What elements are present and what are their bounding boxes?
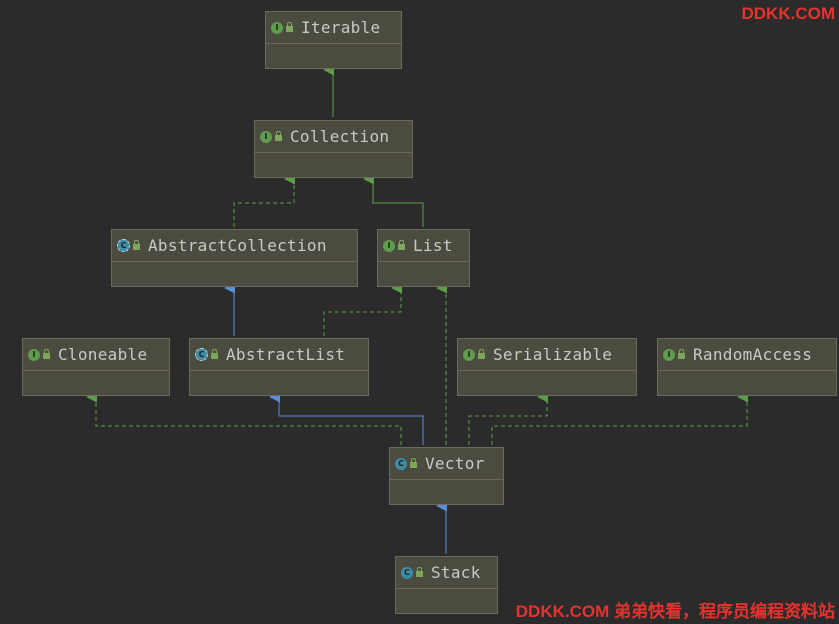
lock-icon [410,458,417,468]
node-abstract-list[interactable]: C AbstractList [189,338,369,396]
node-abstract-collection-label: AbstractCollection [148,236,327,255]
node-abstract-collection-header: C AbstractCollection [112,230,357,262]
node-abstract-list-label: AbstractList [226,345,346,364]
node-list-label: List [413,236,453,255]
class-icon: C [401,566,413,579]
node-abstract-collection[interactable]: C AbstractCollection [111,229,358,287]
node-abstract-list-header: C AbstractList [190,339,368,371]
edge-vector-cloneable [86,391,402,445]
class-icon: C [395,457,407,470]
lock-icon [275,131,282,141]
node-serializable-body [458,371,636,395]
watermark-bottom: DDKK.COM 弟弟快看，程序员编程资料站 [515,602,835,621]
interface-icon: I [271,21,283,34]
node-collection[interactable]: I Collection [254,120,413,178]
node-list-header: I List [378,230,469,262]
abstract-class-icon: C [117,239,130,252]
node-vector-label: Vector [425,454,485,473]
interface-icon: I [663,348,675,361]
interface-icon: I [463,348,475,361]
lock-icon [398,240,405,250]
edge-vector-serializable [468,391,549,445]
edge-abstractlist-list [323,282,403,336]
node-cloneable-body [23,371,169,395]
node-random-access-label: RandomAccess [693,345,813,364]
edge-vector-abstractlist [269,391,424,445]
node-list-body [378,262,469,286]
node-stack-label: Stack [431,563,481,582]
node-random-access-body [658,371,836,395]
node-cloneable-header: I Cloneable [23,339,169,371]
lock-icon [478,349,485,359]
node-stack-header: C Stack [396,557,497,589]
node-iterable-label: Iterable [301,18,381,37]
watermark-top: DDKK.COM [741,4,836,23]
node-iterable[interactable]: I Iterable [265,11,402,69]
lock-icon [416,567,423,577]
node-random-access[interactable]: I RandomAccess [657,338,837,396]
lock-icon [211,349,218,359]
node-cloneable[interactable]: I Cloneable [22,338,170,396]
node-vector[interactable]: C Vector [389,447,504,505]
node-list[interactable]: I List [377,229,470,287]
node-collection-header: I Collection [255,121,412,153]
node-collection-body [255,153,412,177]
node-cloneable-label: Cloneable [58,345,148,364]
interface-icon: I [28,348,40,361]
edge-vector-randomaccess [491,391,749,445]
node-vector-header: C Vector [390,448,503,480]
node-stack-body [396,589,497,613]
node-serializable-header: I Serializable [458,339,636,371]
node-random-access-header: I RandomAccess [658,339,836,371]
edge-abstractcollection-collection [233,173,296,227]
node-abstract-list-body [190,371,368,395]
node-serializable[interactable]: I Serializable [457,338,637,396]
node-stack[interactable]: C Stack [395,556,498,614]
abstract-class-icon: C [195,348,208,361]
node-vector-body [390,480,503,504]
interface-icon: I [260,130,272,143]
lock-icon [43,349,50,359]
node-abstract-collection-body [112,262,357,286]
lock-icon [286,22,293,32]
node-iterable-body [266,44,401,68]
node-iterable-header: I Iterable [266,12,401,44]
lock-icon [678,349,685,359]
node-collection-label: Collection [290,127,390,146]
edge-list-collection [363,173,424,227]
lock-icon [133,240,140,250]
interface-icon: I [383,239,395,252]
node-serializable-label: Serializable [493,345,613,364]
